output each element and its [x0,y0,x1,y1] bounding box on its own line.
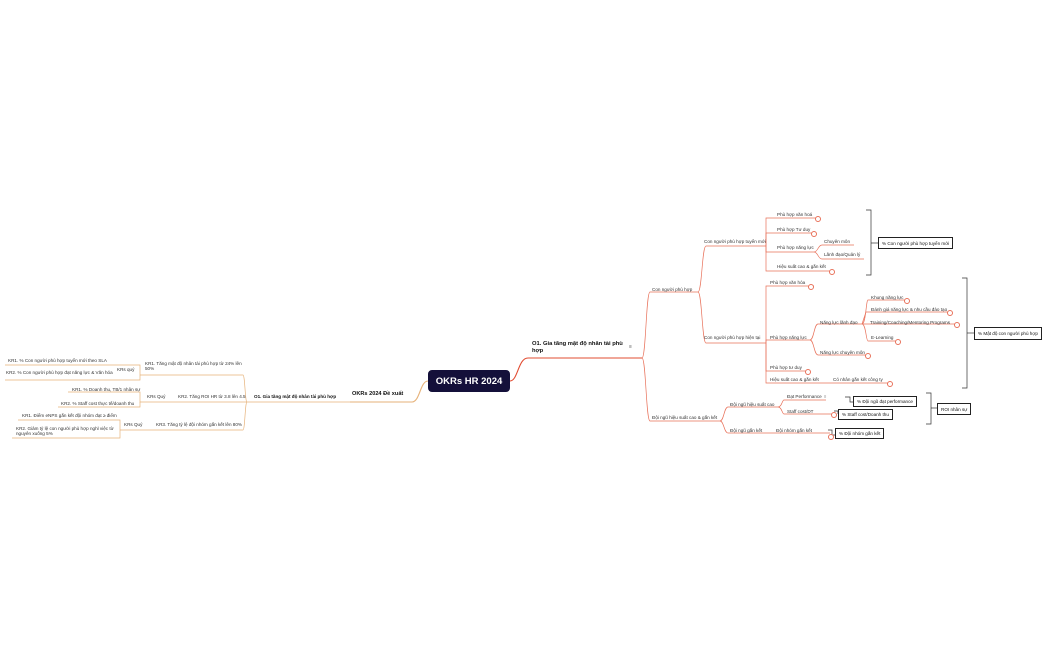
doi-ngu-node[interactable]: Đội ngũ hiệu suất cao & gắn kết [652,415,718,420]
marker-icon[interactable] [887,381,893,387]
marker-icon[interactable] [904,298,910,304]
marker-icon[interactable] [947,310,953,316]
tuyen-moi-summary-box[interactable]: % Con người phù hợp tuyển mới [878,237,954,249]
hien-tai-summary-box[interactable]: % Mật độ con người phù hợp [974,327,1042,340]
marker-icon[interactable] [895,339,901,345]
left-kr2-node[interactable]: KR2. Tăng ROI HR từ 3.8 lên 4.5 [178,394,246,399]
tuyen-moi-van-hoa[interactable]: Phù hợp văn hoá [777,212,813,217]
doi-ngu-performance[interactable]: Đạt Performance [787,394,822,399]
left-kr2-item1[interactable]: KR1. % Doanh thu, TB/1 nhân sự [72,387,141,392]
tuyen-moi-chuyen-mon[interactable]: Chuyên môn [824,239,851,244]
hien-tai-chuyen-mon[interactable]: Năng lực chuyên môn [820,350,865,355]
hien-tai-tu-duy[interactable]: Phù hợp tư duy [770,365,802,370]
hien-tai-nang-luc[interactable]: Phù hợp năng lực [770,335,807,340]
root-node[interactable]: OKRs HR 2024 [428,370,510,392]
marker-icon[interactable] [865,353,871,359]
lanh-dao-danh-gia[interactable]: Đánh giá năng lực & nhu cầu đào tạo [871,307,948,312]
marker-icon[interactable] [805,369,811,375]
left-kr2-period[interactable]: KRs Quý [147,394,166,399]
hien-tai-van-hoa[interactable]: Phù hợp văn hóa [770,280,806,285]
left-kr3-item1[interactable]: KR1. Điểm eNPS gắn kết đội nhóm đạt ≥ đi… [22,413,117,418]
left-kr3-item2[interactable]: KR2. Giảm tỷ lệ con người phù hợp nghỉ v… [16,426,114,437]
hien-tai-hieu-suat[interactable]: Hiệu suất cao & gắn kết [770,377,819,382]
doi-ngu-doi-nhom[interactable]: Đội nhóm gắn kết [776,428,813,433]
left-kr1-period[interactable]: KRs quý [117,367,135,372]
left-kr2-item2[interactable]: KR2. % Staff cost thực tế/doanh thu [61,401,135,406]
tuyen-moi-nang-luc[interactable]: Phù hợp năng lực [777,245,814,250]
left-kr3-period[interactable]: KRs Quý [124,422,143,427]
doi-ngu-gan-ket[interactable]: Đội ngũ gắn kết [730,428,763,433]
hien-tai-lanh-dao[interactable]: Năng lực lãnh đạo [820,320,858,325]
con-nguoi-phu-hop-node[interactable]: Con người phù hợp [652,287,693,292]
hien-tai-gan-ket[interactable]: Có nhân gắn kết công ty [833,377,883,382]
marker-icon[interactable] [954,322,960,328]
left-kr3-node[interactable]: KR3. Tăng tỷ lệ đội nhóm gắn kết lên 80% [156,422,242,427]
left-objective-node[interactable]: O1. Gia tăng mật độ nhân tài phù hợp [254,394,337,399]
tuyen-moi-lanh-dao[interactable]: Lãnh đạo/Quản lý [824,252,861,257]
left-kr1-item1[interactable]: KR1. % Con người phù hợp tuyển mới theo … [8,358,107,363]
doi-nhom-box[interactable]: % Đội nhóm gắn kết [835,428,885,439]
performance-note-icon[interactable]: ≡ [824,394,827,399]
lanh-dao-training[interactable]: Training/Coaching/Mentoring Programs [870,320,951,325]
hien-tai-node[interactable]: Con người phù hợp hiện tại [704,335,761,340]
marker-icon[interactable] [829,269,835,275]
roi-box[interactable]: ROI nhân sự [937,403,972,415]
doi-ngu-hieu-suat-cao[interactable]: Đội ngũ hiệu suất cao [730,402,775,407]
staff-cost-box[interactable]: % Staff cost/Doanh thu [838,409,893,420]
lanh-dao-elearning[interactable]: E-Learning [871,335,894,340]
right-objective-node[interactable]: O1. Gia tăng mật độ nhân tài phù hợp [532,341,623,354]
tuyen-moi-hieu-suat[interactable]: Hiệu suất cao & gắn kết [777,264,826,269]
left-kr1-node[interactable]: KR1. Tăng mật độ nhân tài phù hợp từ 24%… [145,361,242,372]
left-main-node[interactable]: OKRs 2024 Đề xuất [352,391,404,397]
performance-box[interactable]: % Đội ngũ đạt performance [853,396,917,407]
tuyen-moi-tu-duy[interactable]: Phù hợp Tư duy [777,227,811,232]
marker-icon[interactable] [831,412,837,418]
tuyen-moi-node[interactable]: Con người phù hợp tuyển mới [704,239,766,244]
marker-icon[interactable] [811,231,817,237]
left-kr1-item2[interactable]: KR2. % Con người phù hợp đạt năng lực & … [6,370,113,375]
lanh-dao-khung[interactable]: Khung năng lực [871,295,904,300]
doi-ngu-staff-cost[interactable]: Staff cost/DT [787,409,814,414]
note-icon[interactable]: ≡ [629,344,632,350]
marker-icon[interactable] [808,284,814,290]
marker-icon[interactable] [815,216,821,222]
marker-icon[interactable] [828,434,834,440]
